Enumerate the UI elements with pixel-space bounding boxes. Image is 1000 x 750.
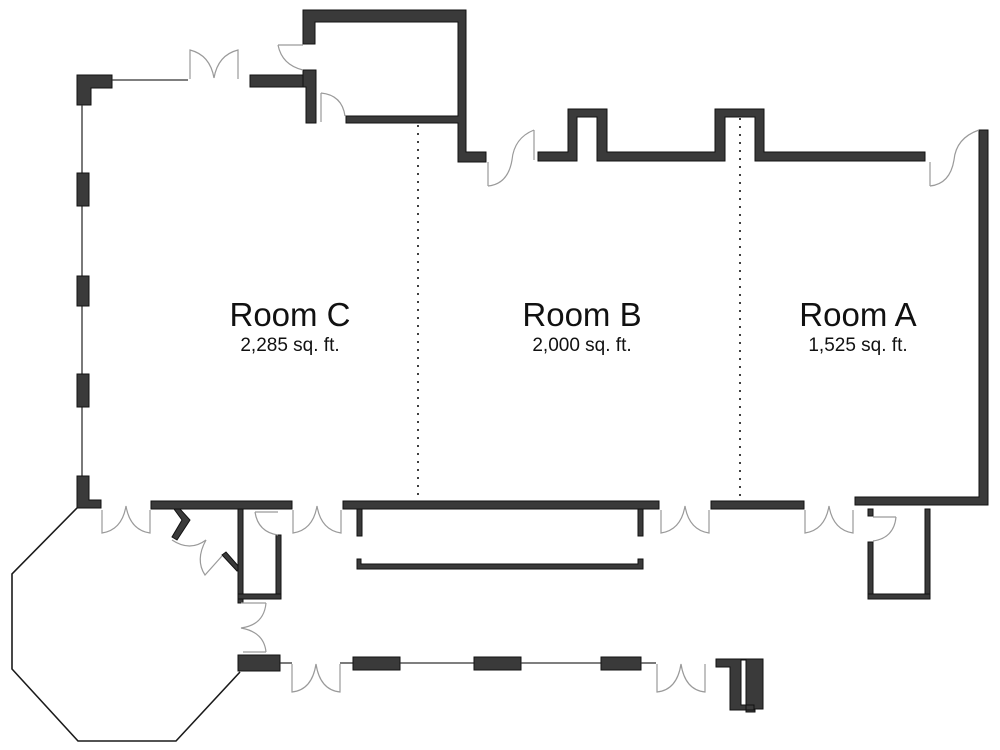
se-closet xyxy=(867,508,931,600)
sw-service-rooms xyxy=(171,508,282,604)
room-b-name: Room B xyxy=(522,296,642,333)
room-b-area: 2,000 sq. ft. xyxy=(532,335,632,356)
room-c-west-wall xyxy=(76,105,102,509)
room-a-label: Room A 1,525 sq. ft. xyxy=(758,296,958,358)
room-ab-north-wall xyxy=(537,108,989,506)
room-c-top-wall xyxy=(76,74,307,106)
door-north-room-b xyxy=(487,129,535,187)
north-storage-room xyxy=(277,9,487,163)
south-corridor-wall xyxy=(280,656,764,713)
door-north-room-a xyxy=(929,129,980,187)
south-double-doors xyxy=(101,505,854,534)
octagon-foyer xyxy=(11,507,281,742)
room-c-area: 2,285 sq. ft. xyxy=(240,335,340,356)
double-door-north xyxy=(189,49,239,79)
room-c-name: Room C xyxy=(229,296,351,333)
room-b-label: Room B 2,000 sq. ft. xyxy=(482,296,682,358)
room-a-area: 1,525 sq. ft. xyxy=(808,335,908,356)
room-a-name: Room A xyxy=(799,296,917,333)
room-south-wall xyxy=(150,500,805,570)
room-c-label: Room C 2,285 sq. ft. xyxy=(190,296,390,358)
